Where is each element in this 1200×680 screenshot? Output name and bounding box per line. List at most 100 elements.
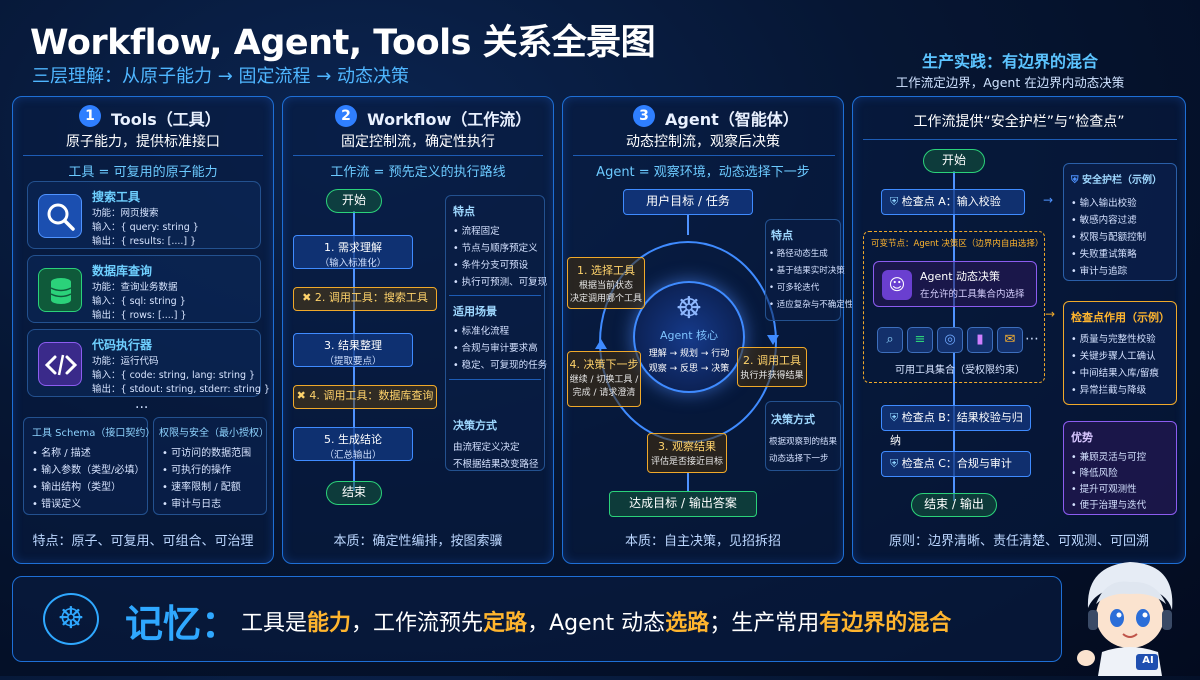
goal-connector [687, 215, 689, 235]
tool-card-search[interactable]: 搜索工具 功能：网页搜索 输入：{ query: string } 输出：{ r… [27, 181, 261, 249]
workflow-decide-title: 决策方式 [453, 419, 497, 432]
agent-dynamic-box[interactable]: ☺ Agent 动态决策 在允许的工具集合内选择 [873, 261, 1037, 307]
scene-item: • 合规与审计要求高 [453, 343, 538, 354]
workflow-step-2[interactable]: ✖ 2. 调用工具：搜索工具 [293, 287, 437, 311]
wrench-icon: ✖ [296, 389, 306, 402]
agent-panel: 3 Agent（智能体） 动态控制流，观察后决策 Agent = 观察环境，动态… [562, 96, 853, 564]
checkpoint-role-item: • 关键步骤人工确认 [1071, 351, 1156, 362]
permission-item: • 可执行的操作 [162, 465, 232, 476]
hybrid-footer: 原则：边界清晰、责任清楚、可观测、可回溯 [888, 534, 1149, 549]
advantage-box [1063, 421, 1177, 515]
bar-chart-icon[interactable]: ▮ [967, 327, 993, 353]
permission-box: 权限与安全（最小授权） • 可访问的数据范围 • 可执行的操作 • 速率限制 /… [153, 417, 269, 515]
feature-item: • 适应复杂与不确定性 [769, 300, 854, 310]
guardrail-title: ⛨ 安全护栏（示例） [1071, 175, 1162, 186]
workflow-step-3[interactable]: 3. 结果整理（提取要点） [293, 333, 413, 367]
tool-input: 输入：{ query: string } [92, 222, 199, 233]
workflow-number-badge: 2 [335, 105, 357, 127]
workflow-section-heading: 工作流 = 预先定义的执行路线 [330, 165, 506, 180]
workflow-feature-box [445, 195, 545, 471]
tool-card-code[interactable]: 代码执行器 功能：运行代码 输入：{ code: string, lang: s… [27, 329, 270, 397]
database-icon[interactable]: ≡ [907, 327, 933, 353]
tool-input: 输入：{ sql: string } [92, 296, 186, 307]
tool-name: 搜索工具 [92, 190, 141, 204]
agent-step-call-tool[interactable]: 2. 调用工具执行并获得结果 [737, 347, 807, 387]
agent-goal-node[interactable]: 用户目标 / 任务 [623, 189, 753, 215]
hybrid-start-node[interactable]: 开始 [923, 149, 985, 173]
more-indicator: ... [135, 396, 149, 412]
agent-done-node[interactable]: 达成目标 / 输出答案 [609, 491, 757, 517]
checkpoint-c[interactable]: ⛨ 检查点 C：合规与审计 [881, 451, 1031, 477]
shield-icon: ⛨ [1071, 175, 1079, 186]
tools-footer: 特点：原子、可复用、可组合、可治理 [32, 534, 254, 549]
compass-icon[interactable]: ◎ [937, 327, 963, 353]
schema-item: • 输入参数（类型/必填） [32, 465, 145, 476]
schema-item: • 名称 / 描述 [32, 448, 91, 459]
decide-item: 动态选择下一步 [769, 454, 829, 464]
schema-item: • 输出结构（类型） [32, 482, 122, 493]
tool-card-database[interactable]: 数据库查询 功能：查询业务数据 输入：{ sql: string } 输出：{ … [27, 255, 261, 323]
mascot-avatar: AI [1066, 548, 1194, 676]
page-subtitle: 三层理解：从原子能力 → 固定流程 → 动态决策 [32, 66, 410, 87]
arrow-icon: → [1043, 193, 1054, 207]
workflow-panel-subtitle: 固定控制流，确定性执行 [341, 134, 495, 150]
workflow-step-1[interactable]: 1. 需求理解（输入标准化） [293, 235, 413, 269]
workflow-start-node[interactable]: 开始 [326, 189, 382, 213]
checkpoint-a[interactable]: ⛨ 检查点 A：输入校验 [881, 189, 1025, 215]
agent-number-badge: 3 [633, 105, 655, 127]
workflow-end-node[interactable]: 结束 [326, 481, 382, 505]
divider [573, 155, 835, 156]
tool-output: 输出：{ stdout: string, stderr: string } [92, 384, 270, 395]
tools-panel: 1 Tools（工具） 原子能力，提供标准接口 工具 = 可复用的原子能力 搜索… [12, 96, 274, 564]
guardrail-item: • 输入输出校验 [1071, 198, 1137, 209]
divider [449, 379, 541, 380]
agent-footer: 本质：自主决策，见招拆招 [624, 534, 781, 549]
checkpoint-role-title: 检查点作用（示例） [1071, 311, 1170, 324]
schema-box: 工具 Schema（接口契约） • 名称 / 描述 • 输入参数（类型/必填） … [23, 417, 155, 515]
tool-output: 输出：{ results: [....] } [92, 236, 197, 247]
agent-decide-title: 决策方式 [771, 413, 815, 426]
guardrail-item: • 权限与配额控制 [1071, 232, 1147, 243]
divider [449, 295, 541, 296]
more-icon: ⋯ [1025, 331, 1039, 347]
workflow-scene-title: 适用场景 [453, 305, 497, 318]
hybrid-panel: 工作流提供“安全护栏”与“检查点” 开始 ⛨ 检查点 A：输入校验 可变节点：A… [852, 96, 1186, 564]
memory-text: 工具是能力，工作流预先定路，Agent 动态选路；生产常用有边界的混合 [241, 611, 952, 636]
wrench-icon: ✖ [302, 291, 312, 304]
hybrid-end-node[interactable]: 结束 / 输出 [911, 493, 997, 517]
feature-item: • 条件分支可预设 [453, 260, 529, 271]
practice-subtitle: 工作流定边界，Agent 在边界内动态决策 [895, 75, 1125, 90]
agent-dynamic-sub: 在允许的工具集合内选择 [920, 289, 1025, 300]
checkpoint-role-item: • 质量与完整性校验 [1071, 334, 1156, 345]
workflow-panel-title: Workflow（工作流） [367, 110, 532, 129]
mail-icon[interactable]: ✉ [997, 327, 1023, 353]
tool-func: 功能：运行代码 [92, 356, 159, 367]
workflow-step-5[interactable]: 5. 生成结论（汇总输出） [293, 427, 413, 461]
tools-panel-subtitle: 原子能力，提供标准接口 [66, 134, 220, 150]
core-title: Agent 核心 [659, 329, 719, 342]
agent-step-observe[interactable]: 3. 观察结果评估是否接近目标 [647, 433, 727, 473]
checkpoint-b[interactable]: ⛨ 检查点 B：结果校验与归纳 [881, 405, 1031, 447]
core-line-1: 理解 → 规划 → 行动 [648, 349, 730, 359]
arrow-icon: → [1045, 307, 1056, 321]
schema-title: 工具 Schema（接口契约） [32, 428, 156, 439]
agent-feature-box [765, 219, 841, 321]
workflow-step-4[interactable]: ✖ 4. 调用工具：数据库查询 [293, 385, 437, 409]
search-icon[interactable]: ⌕ [877, 327, 903, 353]
agent-step-select-tool[interactable]: 1. 选择工具根据当前状态决定调用哪个工具 [567, 257, 645, 309]
tool-name: 代码执行器 [92, 338, 153, 352]
mascot-badge: AI [1142, 655, 1154, 666]
shield-icon: ⛨ [890, 457, 899, 470]
feature-item: • 执行可预测、可复现 [453, 277, 548, 288]
tool-input: 输入：{ code: string, lang: string } [92, 370, 256, 381]
agent-section-heading: Agent = 观察环境，动态选择下一步 [596, 165, 810, 180]
shield-icon: ⛨ [890, 195, 899, 208]
agent-step-decide[interactable]: 4. 决策下一步继续 / 切换工具 /完成 / 请求澄清 [567, 351, 641, 407]
page-title: Workflow, Agent, Tools 关系全景图 [30, 23, 656, 63]
agent-panel-title: Agent（智能体） [665, 110, 799, 129]
guardrail-box [1063, 163, 1177, 281]
agent-decision-zone [863, 231, 1045, 383]
brain-icon: ☸ [675, 291, 703, 326]
permission-item: • 速率限制 / 配额 [162, 482, 241, 493]
agent-core: ☸ Agent 核心 理解 → 规划 → 行动 观察 → 反思 → 决策 [633, 281, 745, 393]
